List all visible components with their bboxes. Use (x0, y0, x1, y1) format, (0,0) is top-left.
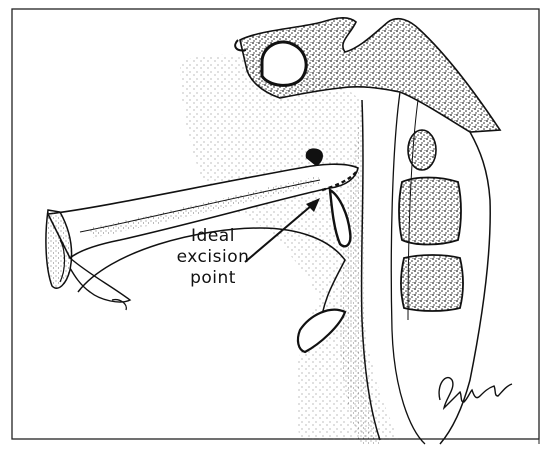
label-line-3: point (168, 268, 258, 289)
artist-signature (439, 378, 512, 408)
label-line-1: Ideal (168, 226, 258, 247)
excision-point-label: Ideal excision point (168, 226, 258, 289)
vertebra-lower (401, 255, 463, 311)
sinus-cavity (262, 42, 306, 85)
label-line-2: excision (168, 247, 258, 268)
vertebra-upper (408, 130, 436, 170)
vertebra-middle (399, 178, 461, 245)
